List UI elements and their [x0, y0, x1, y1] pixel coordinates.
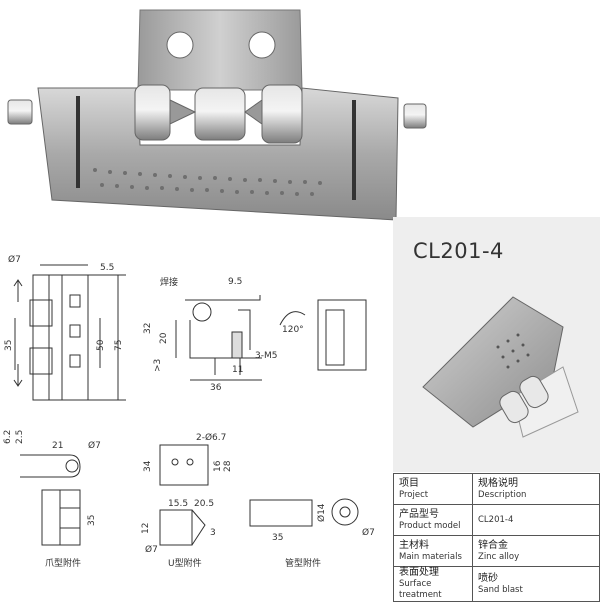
dim-side-32: 32 [143, 323, 153, 334]
dim-side-120: 120° [282, 325, 304, 335]
dim-u-20-5: 20.5 [194, 499, 214, 509]
dim-u-3: 3 [210, 528, 216, 538]
dim-front-35: 35 [4, 340, 14, 351]
model-title: CL201-4 [413, 239, 504, 263]
dim-u-2-d6-7: 2-Ø6.7 [196, 432, 226, 443]
dim-side-36: 36 [210, 383, 222, 393]
dim-side-3-m5: 3-M5 [255, 351, 277, 361]
dim-claw-d7: Ø7 [88, 440, 101, 451]
dim-tube-d14: Ø14 [316, 503, 327, 522]
dim-side-gt3: >3 [153, 359, 163, 372]
dim-claw-2-5: 2.5 [15, 430, 25, 444]
dim-front-50: 50 [96, 339, 106, 351]
product-render-image [422, 296, 579, 438]
dim-u-34: 34 [143, 460, 153, 472]
caption-claw-attachment: 爪型附件 [45, 557, 81, 569]
dim-u-16: 16 [213, 460, 223, 472]
dim-side-20: 20 [159, 332, 169, 344]
dim-u-d7: Ø7 [145, 544, 158, 555]
dim-side-11: 11 [232, 365, 243, 375]
caption-tube-attachment: 管型附件 [285, 557, 321, 569]
dim-tube-35: 35 [272, 533, 283, 543]
product-render-area: CL201-4 [393, 217, 600, 472]
dim-front-75: 75 [114, 340, 124, 351]
dim-u-15-5: 15.5 [168, 499, 188, 509]
dim-u-12: 12 [141, 523, 151, 534]
caption-u-attachment: U型附件 [168, 557, 202, 569]
dim-claw-6-2: 6.2 [3, 430, 13, 444]
label-weld: 焊接 [160, 276, 178, 288]
technical-drawing: Ø7 5.5 35 50 75 焊接 9.5 32 20 >3 3-M5 11 … [3, 254, 375, 569]
dim-tube-d7: Ø7 [362, 527, 375, 538]
dim-front-d7: Ø7 [8, 254, 21, 265]
hero-product-image [7, 9, 427, 221]
dim-side-9-5: 9.5 [228, 277, 242, 287]
dim-claw-35: 35 [87, 515, 97, 526]
dim-front-5-5: 5.5 [100, 263, 114, 273]
dim-u-28: 28 [223, 460, 233, 472]
dim-claw-21: 21 [52, 441, 63, 451]
